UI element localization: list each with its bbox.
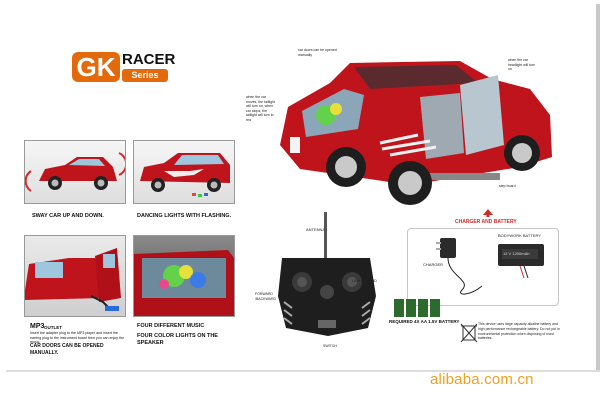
caption-outlet: OUTLET bbox=[44, 325, 62, 330]
charger-title: CHARGER AND BATTERY bbox=[455, 219, 517, 225]
charger-battery-box bbox=[407, 228, 559, 306]
caption-car-doors: CAR DOORS CAN BE OPENED MANUALLY. bbox=[30, 343, 104, 356]
battery-spec: 12 V 1200mAh bbox=[503, 251, 530, 256]
switch-label: SWITCH bbox=[323, 344, 337, 348]
recycle-bin-icon bbox=[460, 323, 478, 343]
photo-sway bbox=[24, 140, 126, 204]
speaker-lights-image bbox=[134, 250, 234, 316]
logo-racer: RACER bbox=[122, 51, 176, 68]
up-arrow-icon bbox=[483, 209, 493, 217]
battery-label: BODYWORK BATTERY bbox=[498, 233, 541, 238]
caption-mp3-description: Insert the adapter plug to the MP3 playe… bbox=[30, 331, 125, 344]
disposal-notice: This device uses large capacity alkaline… bbox=[478, 322, 560, 341]
main-car-image bbox=[280, 61, 552, 205]
photo-car-doors bbox=[24, 235, 126, 317]
light-sound-label: LIGHT /SOUND bbox=[352, 279, 377, 283]
logo-gk: GK bbox=[72, 52, 120, 82]
caption-four-color-lights: FOUR COLOR LIGHTS ON THE SPEAKER bbox=[137, 333, 218, 346]
caption-mp3: MP3 bbox=[30, 323, 45, 330]
charger-and-battery-image bbox=[436, 238, 544, 295]
note-doors: car doors can be opened manually bbox=[298, 48, 337, 57]
charger-label: CHARGER bbox=[423, 262, 444, 267]
dancing-lights-car-image bbox=[140, 153, 230, 197]
caption-four-music: FOUR DIFFERENT MUSIC bbox=[137, 323, 205, 329]
logo-series: Series bbox=[122, 69, 168, 82]
caption-sway: SWAY CAR UP AND DOWN. bbox=[32, 213, 104, 219]
remote-control-image bbox=[278, 212, 376, 336]
open-door-car-image bbox=[25, 248, 121, 311]
photo-dancing-lights bbox=[133, 140, 235, 204]
note-headlights: when the car headlight will turn on bbox=[508, 58, 536, 71]
forward-backward-label: FORWARD /BACKWARD bbox=[255, 292, 277, 301]
photo-speaker-lights bbox=[133, 235, 235, 317]
watermark: alibaba.com.cn bbox=[430, 371, 534, 388]
antenna-label: ANTENNA bbox=[306, 227, 326, 232]
brand-logo: GK RACER Series bbox=[72, 48, 175, 86]
caption-dancing-lights: DANCING LIGHTS WITH FLASHING. bbox=[137, 213, 232, 219]
aa-batteries-image bbox=[394, 299, 440, 317]
note-step-board: step board bbox=[499, 184, 516, 188]
battery-requirement: REQUIRED 4X AA 1.5V BATTERY bbox=[389, 319, 460, 324]
note-taillights: when the car moves, the taillight will t… bbox=[246, 95, 275, 122]
sway-car-image bbox=[25, 152, 125, 192]
